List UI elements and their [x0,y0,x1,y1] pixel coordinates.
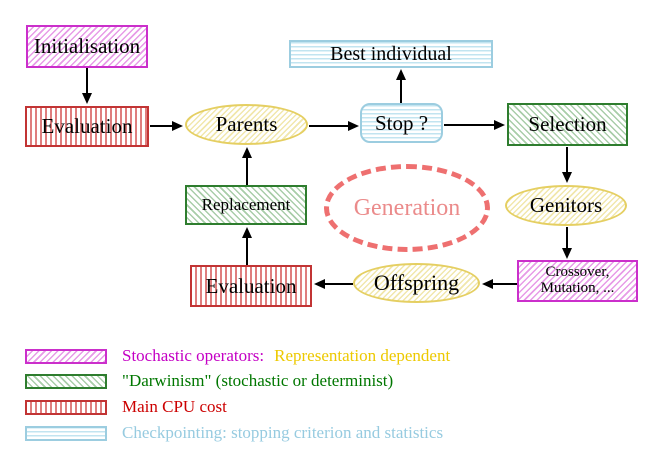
legend-label-checkpointing: Checkpointing: stopping criterion and st… [122,423,444,442]
legend-row-darwinism: "Darwinism" (stochastic or determinist) [25,371,393,391]
legend-label-stochastic-operators: Stochastic operators: [122,346,265,365]
legend-swatch-green-hatch [25,373,107,389]
node-crossover-mutation: Crossover, Mutation, ... [517,260,638,302]
legend-row-main-cpu-cost: Main CPU cost [25,397,227,417]
node-stop: Stop ? [360,103,443,143]
legend-swatch-magenta-hatch [25,348,107,364]
crossover-label-line2: Mutation, ... [540,280,615,296]
legend-label-main-cpu-cost: Main CPU cost [122,397,227,416]
generation-cycle-ellipse: Generation [324,164,490,252]
node-parents: Parents [185,104,308,145]
node-selection: Selection [507,103,628,146]
node-evaluation-top: Evaluation [25,106,149,147]
legend-label-representation-dependent: Representation dependent [274,346,451,365]
node-best-individual: Best individual [289,40,493,68]
node-evaluation-bottom: Evaluation [190,265,312,307]
legend-row-checkpointing: Checkpointing: stopping criterion and st… [25,423,443,443]
node-offspring: Offspring [353,263,480,303]
legend-swatch-cyan-lines [25,425,107,441]
node-replacement: Replacement [185,185,307,225]
legend-row-stochastic-operators: Stochastic operators: Representation dep… [25,346,450,366]
crossover-label-line1: Crossover, [545,264,610,281]
node-genitors: Genitors [505,185,627,226]
legend-swatch-red-lines [25,399,107,415]
legend-label-darwinism: "Darwinism" (stochastic or determinist) [122,371,394,390]
generation-label: Generation [353,194,461,221]
node-initialisation: Initialisation [26,25,148,68]
